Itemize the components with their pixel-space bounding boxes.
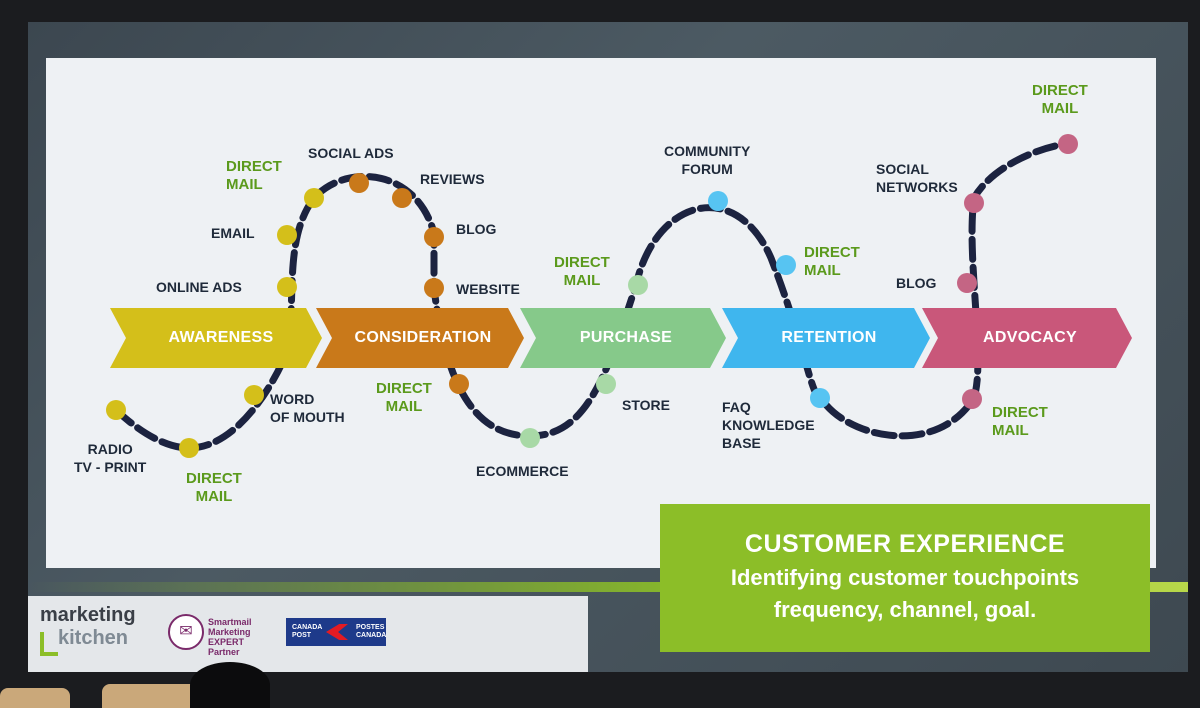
logo-k-icon	[40, 632, 58, 656]
partner-line1: Smartmail Marketing	[208, 617, 252, 637]
dot-email	[277, 225, 297, 245]
slide-footer: marketing kitchen ✉ Smartmail Marketing …	[28, 596, 588, 672]
logo-text-bottom: kitchen	[58, 627, 129, 649]
label-direct-mail-5: DIRECT MAIL	[804, 244, 860, 279]
label-online-ads: ONLINE ADS	[156, 279, 242, 295]
dot-social-ads	[349, 173, 369, 193]
label-direct-mail-7: DIRECT MAIL	[1032, 82, 1088, 117]
dot-ecommerce	[520, 428, 540, 448]
label-direct-mail-1: DIRECT MAIL	[186, 470, 242, 505]
label-direct-mail-3: DIRECT MAIL	[376, 380, 432, 415]
audience-seat	[0, 688, 70, 708]
label-blog-2: BLOG	[896, 275, 937, 291]
stage-arrow-consideration	[316, 308, 524, 368]
audience-head	[190, 662, 270, 708]
dot-reviews	[392, 188, 412, 208]
label-social-ads: SOCIAL ADS	[308, 145, 394, 161]
label-reviews: REVIEWS	[420, 171, 485, 187]
dot-social-networks	[964, 193, 984, 213]
label-direct-mail-6: DIRECT MAIL	[992, 404, 1048, 439]
customer-experience-box: CUSTOMER EXPERIENCE Identifying customer…	[660, 504, 1150, 652]
cpost-fr1: POSTES	[356, 624, 385, 631]
dot-store	[596, 374, 616, 394]
dot-direct-mail-3	[449, 374, 469, 394]
marketing-kitchen-logo: marketing kitchen	[40, 604, 136, 656]
canada-post-logo: CANADA POST POSTES CANADA	[286, 618, 386, 646]
partner-line2: EXPERT Partner	[208, 637, 245, 657]
stage-arrow-awareness	[110, 308, 322, 368]
label-radio: RADIO TV - PRINT	[74, 441, 147, 475]
dot-direct-mail-1	[179, 438, 199, 458]
stage-arrow-retention	[722, 308, 930, 368]
label-direct-mail-4: DIRECT MAIL	[554, 254, 610, 289]
label-store: STORE	[622, 397, 670, 413]
cpost-en2: POST	[292, 632, 312, 639]
journey-diagram	[106, 134, 1132, 458]
label-direct-mail-2: DIRECT MAIL	[226, 158, 282, 193]
label-blog-1: BLOG	[456, 221, 497, 237]
touchpoint-dots	[106, 134, 1078, 458]
stage-label-advocacy: ADVOCACY	[983, 329, 1077, 346]
envelope-icon: ✉	[168, 614, 204, 650]
dot-faq	[810, 388, 830, 408]
cpost-en1: CANADA	[292, 624, 323, 631]
label-website: WEBSITE	[456, 281, 520, 297]
dot-direct-mail-4	[628, 275, 648, 295]
dot-radio	[106, 400, 126, 420]
stage-label-retention: RETENTION	[781, 329, 877, 346]
green-accent-band	[28, 582, 1188, 592]
dot-website	[424, 278, 444, 298]
cx-subtitle-line2: frequency, channel, goal.	[773, 597, 1037, 622]
label-email: EMAIL	[211, 225, 255, 241]
stage-label-purchase: PURCHASE	[579, 329, 673, 346]
label-faq: FAQ KNOWLEDGE BASE	[722, 399, 815, 451]
stage-arrow-purchase	[520, 308, 726, 368]
label-ecommerce: ECOMMERCE	[476, 463, 569, 479]
label-social-networks: SOCIAL NETWORKS	[876, 161, 958, 195]
stage-label-consideration: CONSIDERATION	[354, 329, 492, 346]
smartmail-partner-badge: ✉ Smartmail Marketing EXPERT Partner	[168, 614, 276, 657]
dot-word-of-mouth	[244, 385, 264, 405]
cpost-fr2: CANADA	[356, 632, 387, 639]
label-community-forum: COMMUNITY FORUM	[664, 143, 751, 177]
dot-online-ads	[277, 277, 297, 297]
dot-direct-mail-2	[304, 188, 324, 208]
cx-subtitle-line1: Identifying customer touchpoints	[730, 565, 1080, 590]
label-word-of-mouth: WORD OF MOUTH	[270, 391, 345, 425]
dot-direct-mail-6	[962, 389, 982, 409]
dot-direct-mail-5	[776, 255, 796, 275]
dot-direct-mail-7	[1058, 134, 1078, 154]
logo-text-top: marketing	[40, 604, 136, 626]
dot-blog-2	[957, 273, 977, 293]
stage-arrow-advocacy	[922, 308, 1132, 368]
dot-community-forum	[708, 191, 728, 211]
dot-blog-1	[424, 227, 444, 247]
stage-label-awareness: AWARENESS	[168, 329, 274, 346]
canada-post-arrow-icon	[326, 624, 348, 640]
cx-title: CUSTOMER EXPERIENCE	[744, 530, 1066, 558]
slide: AWARENESS CONSIDERATION PURCHASE RETENTI…	[46, 58, 1156, 568]
